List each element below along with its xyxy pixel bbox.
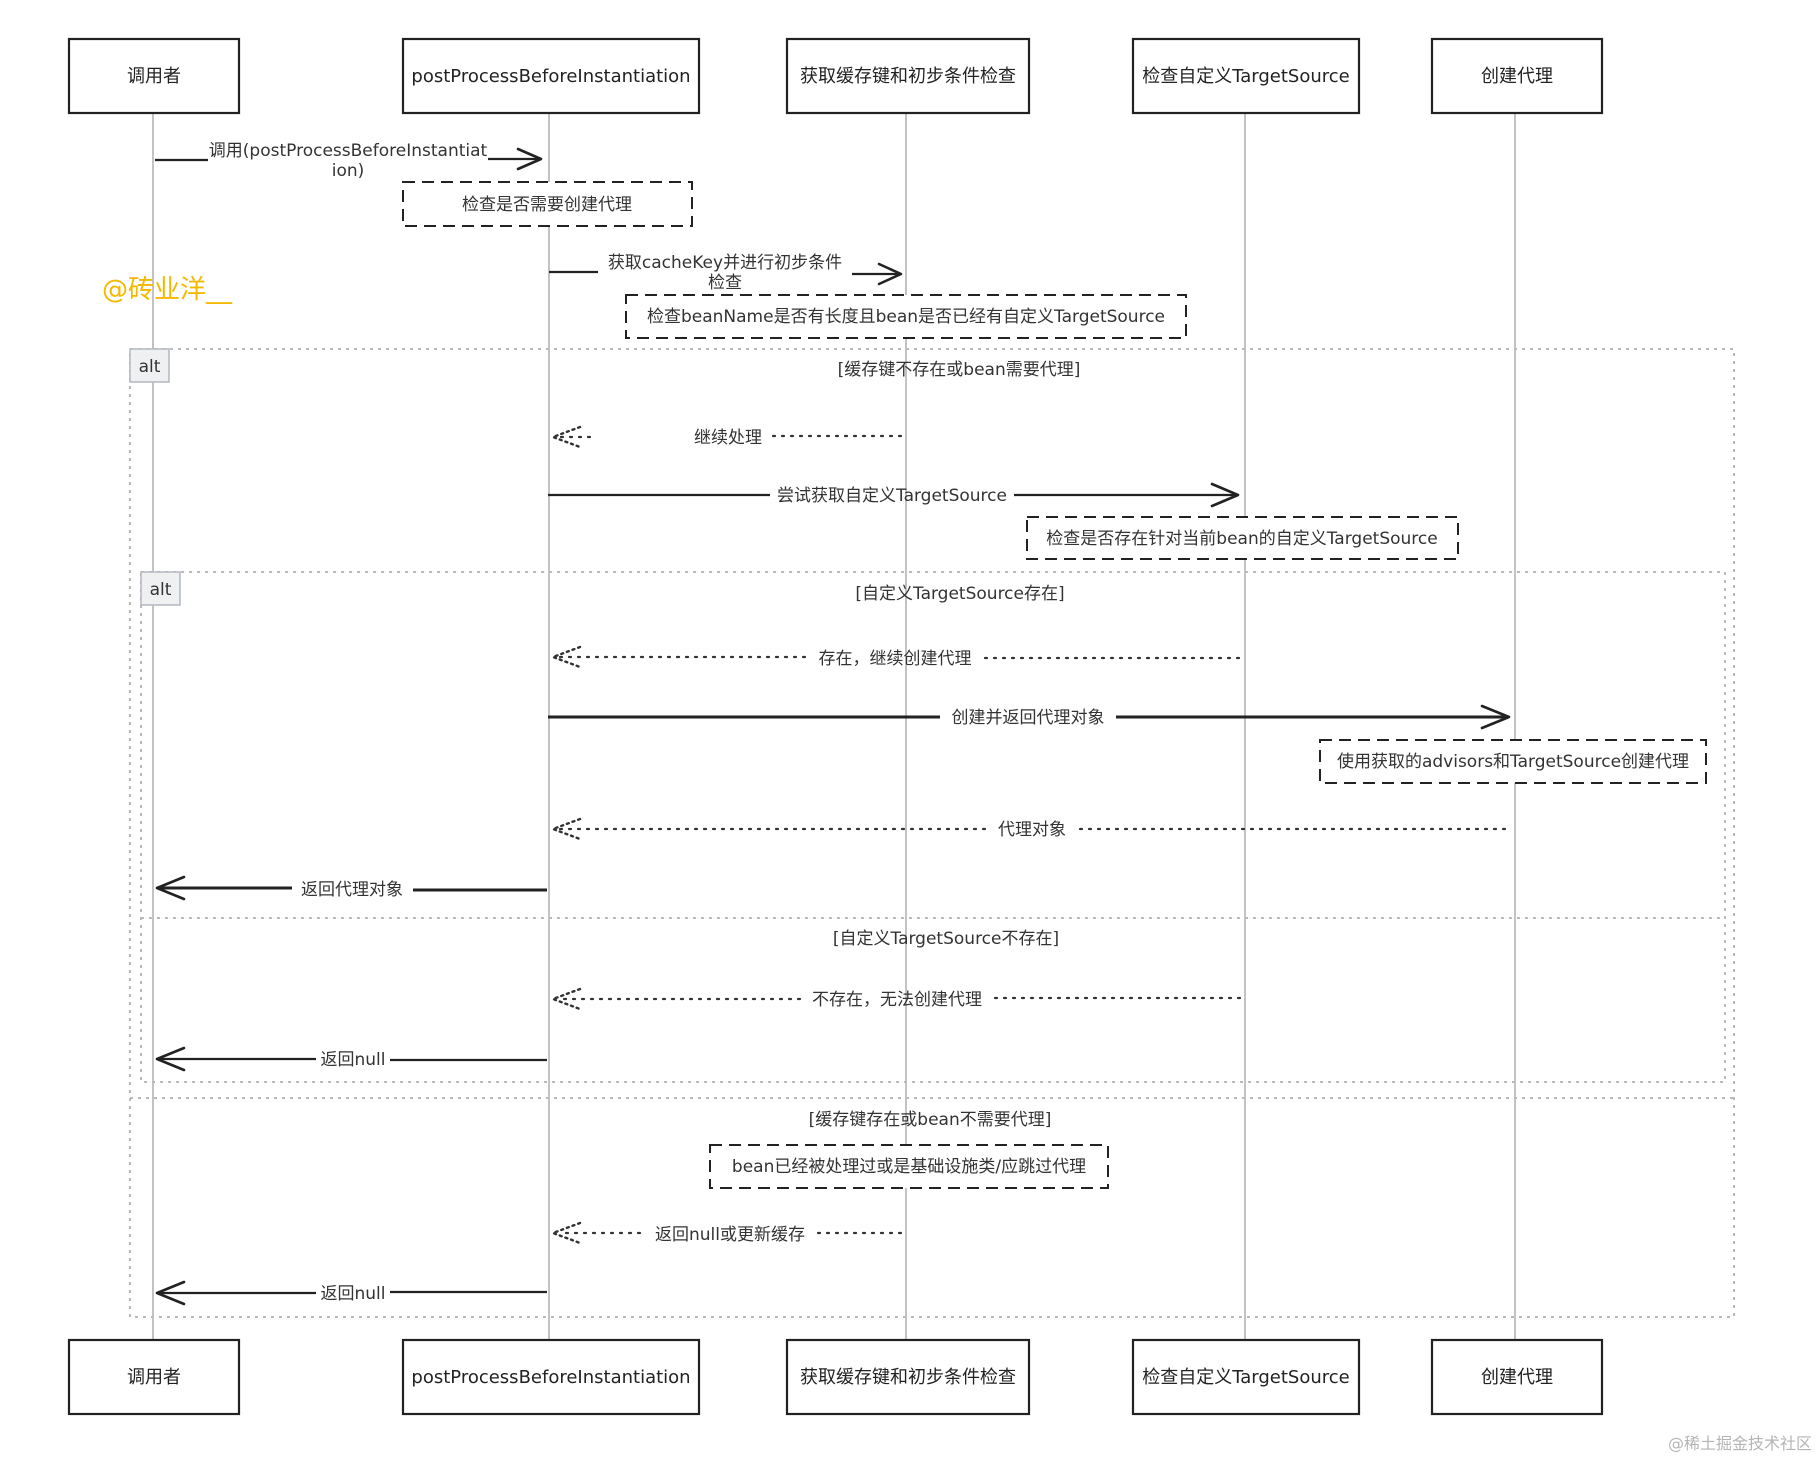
note-text: 检查是否存在针对当前bean的自定义TargetSource xyxy=(1046,529,1437,549)
outer-alt-condition-1: [缓存键不存在或bean需要代理] xyxy=(838,360,1081,380)
arrow-head xyxy=(877,262,903,286)
inner-alt-tag xyxy=(140,571,181,606)
inner-alt-tag-label: alt xyxy=(150,580,172,600)
arrow-head xyxy=(516,147,543,171)
arrow-head xyxy=(155,1280,186,1306)
participant-label: 调用者 xyxy=(127,1367,181,1388)
message-label: 检查 xyxy=(708,273,742,293)
arrow-head xyxy=(549,425,582,449)
message-return-null-outer: 返回null xyxy=(155,1280,547,1306)
participant-top-caller: 调用者 xyxy=(67,37,241,115)
message-label: 返回null xyxy=(321,1050,386,1070)
note-text: 使用获取的advisors和TargetSource创建代理 xyxy=(1337,751,1689,772)
inner-alt-frame xyxy=(140,571,1726,1083)
message-return-proxy-object: 返回代理对象 xyxy=(155,875,547,901)
participant-bottom-cache-key-check: 获取缓存键和初步条件检查 xyxy=(785,1338,1031,1416)
message-label: 不存在，无法创建代理 xyxy=(812,990,982,1010)
note-check-need-proxy: 检查是否需要创建代理 xyxy=(402,181,693,227)
message-call-post-process: 调用(postProcessBeforeInstantiat ion) xyxy=(155,141,543,181)
participant-top-create-proxy: 创建代理 xyxy=(1430,37,1604,115)
arrow-head xyxy=(1480,704,1511,730)
arrow-head xyxy=(155,1046,186,1072)
participant-label: 获取缓存键和初步条件检查 xyxy=(800,66,1016,87)
message-label: 调用(postProcessBeforeInstantiat xyxy=(209,141,488,161)
message-return-null-inner: 返回null xyxy=(155,1046,547,1072)
outer-alt-frame xyxy=(129,348,1735,1318)
arrow-head xyxy=(549,645,582,669)
arrow-head xyxy=(549,817,582,841)
message-try-get-target-source: 尝试获取自定义TargetSource xyxy=(548,482,1240,508)
note-check-target-source-exists: 检查是否存在针对当前bean的自定义TargetSource xyxy=(1026,516,1459,560)
participant-label: 创建代理 xyxy=(1481,1367,1553,1388)
return-proxy-object: 代理对象 xyxy=(549,817,1514,841)
participant-label: 检查自定义TargetSource xyxy=(1142,1367,1350,1388)
arrow-head xyxy=(549,1221,582,1245)
message-label: 返回代理对象 xyxy=(301,880,403,900)
message-label: 创建并返回代理对象 xyxy=(952,708,1105,728)
note-text: 检查beanName是否有长度且bean是否已经有自定义TargetSource xyxy=(647,307,1165,327)
participant-label: 创建代理 xyxy=(1481,66,1553,87)
message-label: 代理对象 xyxy=(998,820,1066,840)
return-exists-continue: 存在，继续创建代理 xyxy=(549,645,1246,669)
author-watermark: @砖业洋__ xyxy=(102,275,233,305)
return-continue-processing: 继续处理 xyxy=(549,425,908,449)
outer-alt-tag xyxy=(129,348,170,383)
note-text: bean已经被处理过或是基础设施类/应跳过代理 xyxy=(732,1157,1086,1177)
return-not-exists: 不存在，无法创建代理 xyxy=(549,987,1246,1011)
participant-bottom-caller: 调用者 xyxy=(67,1338,241,1416)
participant-bottom-create-proxy: 创建代理 xyxy=(1430,1338,1604,1416)
participant-bottom-target-source-check: 检查自定义TargetSource xyxy=(1131,1338,1361,1416)
outer-alt-condition-2: [缓存键存在或bean不需要代理] xyxy=(809,1110,1052,1130)
participant-label: 调用者 xyxy=(127,66,181,87)
message-label: 返回null xyxy=(321,1284,386,1304)
inner-alt-condition-1: [自定义TargetSource存在] xyxy=(855,584,1064,604)
message-label: 获取cacheKey并进行初步条件 xyxy=(608,253,842,273)
participant-label: postProcessBeforeInstantiation xyxy=(411,1367,690,1388)
message-label: 返回null或更新缓存 xyxy=(655,1225,805,1245)
site-watermark: @稀土掘金技术社区 xyxy=(1668,1434,1812,1453)
participant-top-cache-key-check: 获取缓存键和初步条件检查 xyxy=(785,37,1031,115)
inner-alt-condition-2: [自定义TargetSource不存在] xyxy=(833,929,1059,949)
participant-label: 获取缓存键和初步条件检查 xyxy=(800,1367,1016,1388)
participant-bottom-post-process: postProcessBeforeInstantiation xyxy=(401,1338,701,1416)
participant-top-post-process: postProcessBeforeInstantiation xyxy=(401,37,701,115)
participant-label: postProcessBeforeInstantiation xyxy=(411,66,690,87)
arrow-head xyxy=(155,875,186,901)
message-label: ion) xyxy=(332,161,365,181)
participant-label: 检查自定义TargetSource xyxy=(1142,66,1350,87)
participant-top-target-source-check: 检查自定义TargetSource xyxy=(1131,37,1361,115)
message-get-cache-key: 获取cacheKey并进行初步条件 检查 xyxy=(549,253,903,293)
note-text: 检查是否需要创建代理 xyxy=(462,195,632,215)
message-label: 继续处理 xyxy=(694,428,762,448)
message-label: 尝试获取自定义TargetSource xyxy=(777,486,1007,506)
arrow-head xyxy=(1210,482,1240,508)
note-bean-already-processed: bean已经被处理过或是基础设施类/应跳过代理 xyxy=(709,1144,1109,1189)
message-create-return-proxy: 创建并返回代理对象 xyxy=(548,704,1511,730)
return-null-or-update-cache: 返回null或更新缓存 xyxy=(549,1221,908,1245)
note-check-bean-name: 检查beanName是否有长度且bean是否已经有自定义TargetSource xyxy=(625,294,1187,339)
outer-alt-tag-label: alt xyxy=(139,357,161,377)
note-create-proxy-with-advisors: 使用获取的advisors和TargetSource创建代理 xyxy=(1319,739,1707,784)
arrow-head xyxy=(549,987,582,1011)
message-label: 存在，继续创建代理 xyxy=(819,649,972,669)
